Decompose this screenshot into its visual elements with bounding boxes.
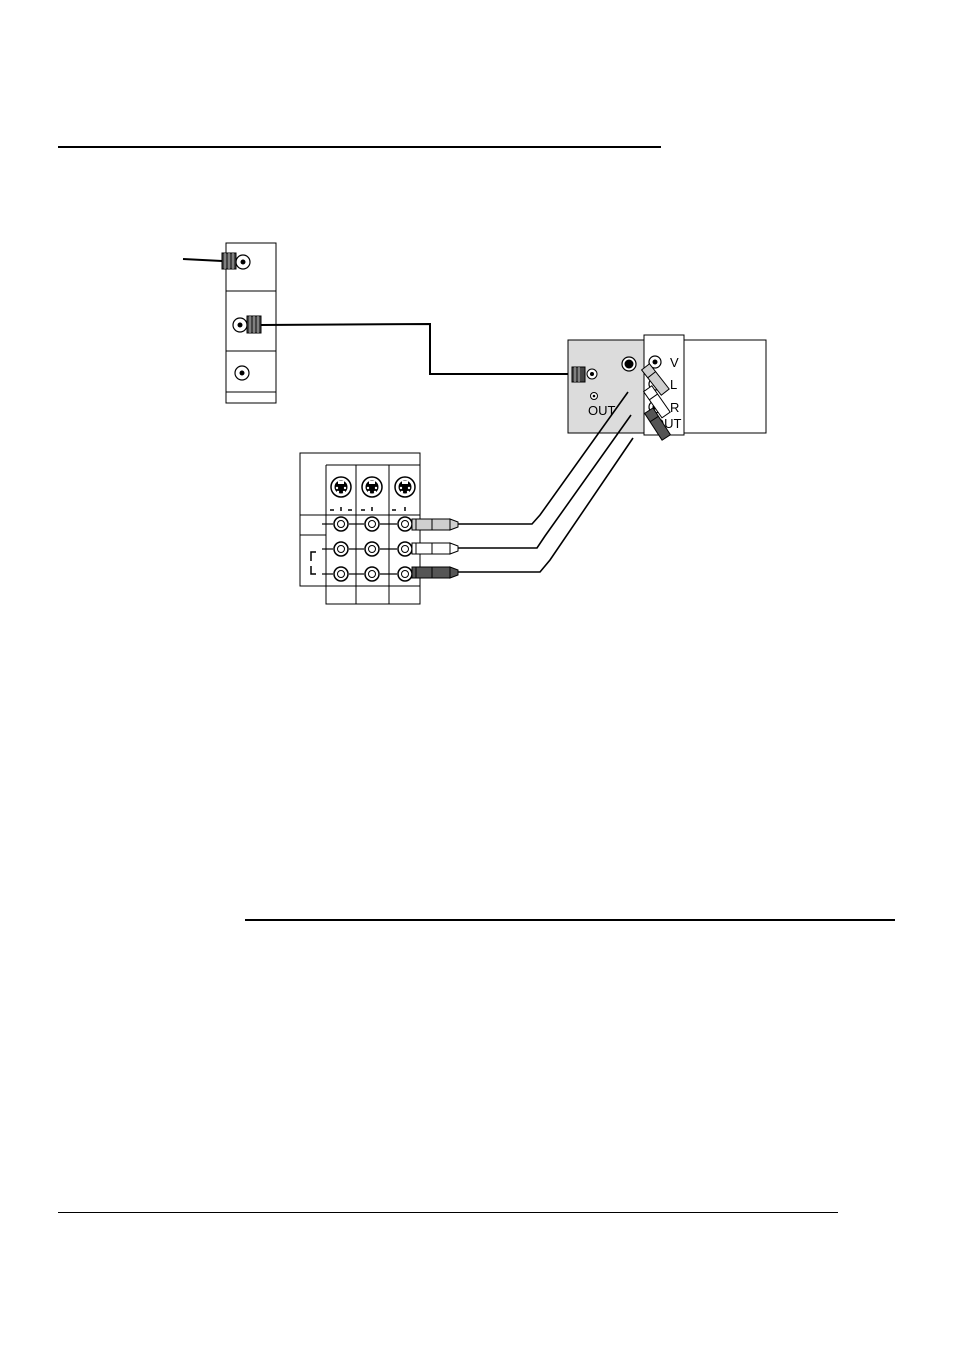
rca-jack-right-3 [398,567,412,581]
vcr-jack-label-l: L [670,377,677,392]
rf-output-jack [233,318,247,332]
rca-jack-left-2 [365,542,379,556]
vcr-dc-jack [622,357,636,371]
rca-jack-left-3 [398,542,412,556]
audio-right-cable [458,438,633,572]
rf-input-plug [222,253,236,269]
rca-jack-left-1 [334,542,348,556]
rca-jack-video-1 [334,517,348,531]
rf-output-plug [247,316,261,333]
rca-plug-video-tv-end [412,519,458,530]
svideo-jack-3 [395,477,415,497]
svideo-jack-2 [362,477,382,497]
svideo-jack-1 [331,477,351,497]
rca-jack-video-3 [398,517,412,531]
rf-panel [183,243,276,403]
vcr-rear-panel: OUT V L R OUT [568,335,766,435]
rca-jack-right-2 [365,567,379,581]
rf-aux-jack [235,366,249,380]
rf-coax-cable [261,324,572,374]
tv-input-panel [300,453,420,604]
rca-jack-right-1 [334,567,348,581]
antenna-cable [183,259,222,261]
rf-input-jack [236,255,250,269]
audio-left-cable [458,415,631,548]
vcr-jack-label-r: R [670,400,679,415]
vcr-jack-label-v: V [670,355,679,370]
rca-plug-right-tv-end [412,567,458,578]
rca-jack-video-2 [365,517,379,531]
vcr-rf-out-jack [591,393,598,400]
rca-plug-left-tv-end [412,543,458,554]
